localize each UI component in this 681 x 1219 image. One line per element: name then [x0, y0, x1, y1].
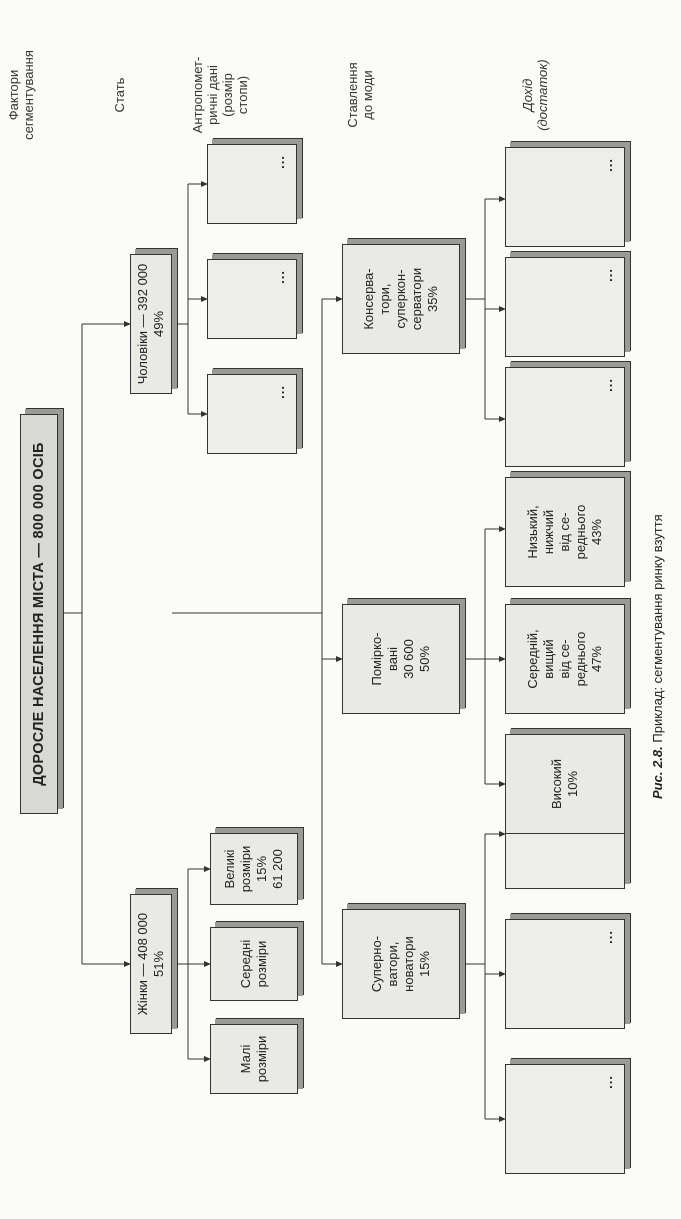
root-node: ДОРОСЛЕ НАСЕЛЕННЯ МІСТА — 800 000 ОСІБ [20, 414, 58, 814]
men-node: Чоловіки — 392 000 49% [130, 254, 172, 394]
super-income-box-2: ... [505, 919, 625, 1029]
caption-text: Приклад: сегментування ринку взуття [650, 514, 665, 743]
header-factors: Фактори сегментування [6, 50, 36, 140]
size-large-label: Великі розміри 15% 61 200 [222, 845, 285, 893]
super-income-box-1: ... [505, 1064, 625, 1174]
income-middle-node: Середній, вищий від се- реднього 47% [505, 604, 625, 714]
size-large-node: Великі розміри 15% 61 200 [210, 833, 298, 905]
size-small-node: Малі розміри [210, 1024, 298, 1094]
size-small-label: Малі розміри [238, 1035, 269, 1083]
fashion-super-label: Суперно- ватори, новатори 15% [369, 935, 432, 993]
men-label: Чоловіки — 392 000 49% [135, 263, 166, 385]
fashion-conservative-label: Консерва- тори, суперкон- серватори 35% [361, 267, 440, 331]
men-size-box-2: ... [207, 259, 297, 339]
women-node: Жінки — 408 000 51% [130, 894, 172, 1034]
ellipsis-icon: ... [600, 1075, 615, 1089]
size-medium-label: Середні розміри [238, 939, 269, 989]
men-size-box-1: ... [207, 374, 297, 454]
ellipsis-icon: ... [272, 270, 287, 284]
cons-income-box-1: ... [505, 367, 625, 467]
ellipsis-icon: ... [600, 378, 615, 392]
ellipsis-icon: ... [600, 158, 615, 172]
income-high-node: Високий 10% [505, 734, 625, 834]
income-high-label: Високий 10% [549, 758, 580, 810]
figure-caption: Рис. 2.8. Приклад: сегментування ринку в… [650, 514, 665, 799]
header-sex: Стать [112, 77, 127, 113]
fashion-conservative-node: Консерва- тори, суперкон- серватори 35% [342, 244, 460, 354]
ellipsis-icon: ... [600, 268, 615, 282]
root-label: ДОРОСЛЕ НАСЕЛЕННЯ МІСТА — 800 000 ОСІБ [31, 442, 47, 786]
caption-label: Рис. 2.8. [650, 746, 665, 799]
women-label: Жінки — 408 000 51% [135, 912, 166, 1016]
cons-income-box-2: ... [505, 257, 625, 357]
income-low-label: Низький, нижчий від се- реднього 43% [525, 504, 604, 560]
fashion-moderate-node: Помірко- вані 30 600 50% [342, 604, 460, 714]
size-medium-node: Середні розміри [210, 927, 298, 1001]
ellipsis-icon: ... [272, 385, 287, 399]
income-middle-label: Середній, вищий від се- реднього 47% [525, 629, 604, 689]
fashion-super-node: Суперно- ватори, новатори 15% [342, 909, 460, 1019]
cons-income-box-3: ... [505, 147, 625, 247]
income-low-node: Низький, нижчий від се- реднього 43% [505, 477, 625, 587]
fashion-moderate-label: Помірко- вані 30 600 50% [369, 632, 432, 686]
header-fashion: Ставлення до моди [345, 62, 375, 128]
ellipsis-icon: ... [600, 930, 615, 944]
ellipsis-icon: ... [272, 155, 287, 169]
men-size-box-3: ... [207, 144, 297, 224]
